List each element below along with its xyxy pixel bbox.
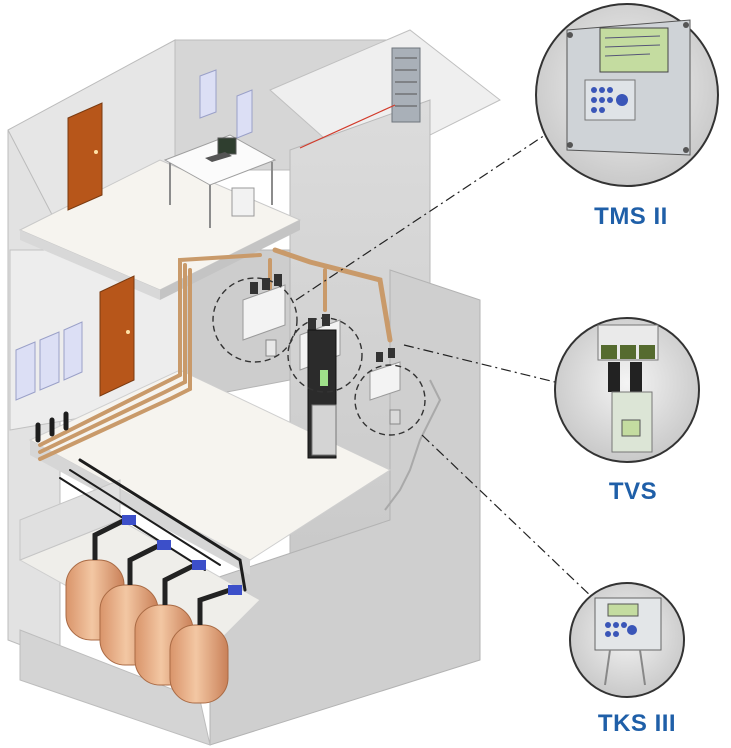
monitor-unit-icon — [299, 314, 341, 459]
pipe-network — [35, 247, 393, 592]
monitor-icon — [217, 137, 237, 155]
tvs-label: TVS — [608, 478, 658, 505]
highlight-circle-tms — [212, 277, 298, 363]
tks-iii-label: TKS III — [597, 710, 677, 737]
building-shell — [7, 29, 501, 746]
callout-leaders — [295, 134, 596, 601]
zoom-tvs — [554, 317, 700, 463]
storage-tank-group — [65, 515, 242, 704]
zoom-tms — [535, 3, 719, 187]
highlight-circle-center — [287, 317, 363, 393]
storage-tank-icon — [169, 585, 242, 704]
office-workstation — [163, 47, 421, 228]
monitor-unit-icon — [369, 348, 401, 425]
highlight-circles — [212, 277, 426, 436]
highlight-circle-tvs — [354, 364, 426, 436]
lower-door — [99, 275, 135, 397]
zoom-tks — [569, 582, 685, 698]
tms-ii-label: TMS II — [594, 203, 668, 230]
monitor-unit-icon — [242, 274, 286, 357]
monitor-unit-icon — [566, 19, 691, 156]
doors-and-windows — [15, 69, 253, 401]
upper-door — [67, 102, 103, 211]
wall-equipment — [242, 274, 401, 459]
